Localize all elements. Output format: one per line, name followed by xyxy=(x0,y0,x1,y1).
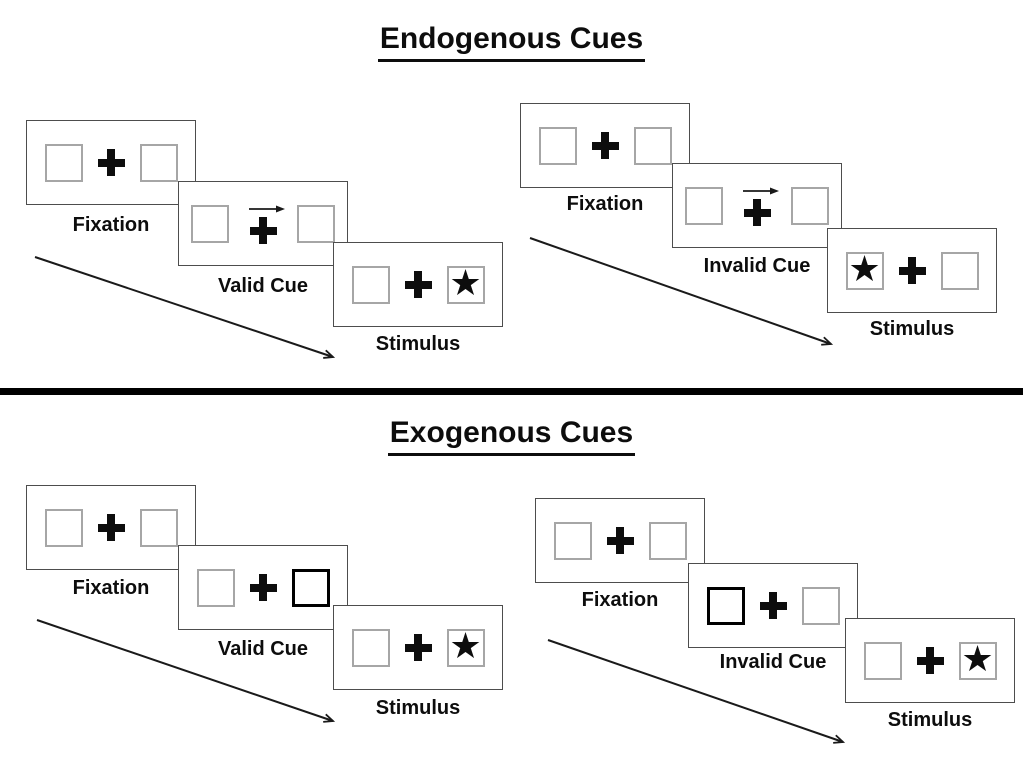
target-box-right: ★ xyxy=(446,625,485,667)
stimulus-panel: ★ xyxy=(333,242,503,327)
cue-arrow-icon xyxy=(743,187,779,195)
placeholder-box-right xyxy=(297,204,335,243)
fixation-cross-icon xyxy=(404,634,432,661)
placeholder-box-right xyxy=(801,586,840,625)
fixation-panel xyxy=(535,498,705,583)
fixation-cross-wrap xyxy=(244,203,285,244)
fixation-cross-icon xyxy=(759,592,787,619)
placeholder-box-left xyxy=(538,126,577,165)
valid-cue-panel xyxy=(178,545,348,630)
placeholder-box-left xyxy=(685,186,723,225)
fixation-cross-icon xyxy=(606,527,634,554)
panel-label: Valid Cue xyxy=(217,275,309,297)
placeholder-box-left xyxy=(863,641,902,680)
fixation-cross-icon xyxy=(591,132,619,159)
exogenous-title-text: Exogenous Cues xyxy=(387,416,636,456)
placeholder-box-left xyxy=(44,508,83,547)
timeline-arrow-icon xyxy=(36,619,336,723)
fixation-cross-wrap xyxy=(916,647,944,674)
stimulus-panel: ★ xyxy=(845,618,1015,703)
panel-label: Fixation xyxy=(581,589,659,611)
exogenous-cue-box-right xyxy=(291,568,330,607)
valid-cue-panel xyxy=(178,181,348,266)
panel-label: Valid Cue xyxy=(217,638,309,660)
panel-label: Fixation xyxy=(72,577,150,599)
panel-label: Fixation xyxy=(566,193,644,215)
fixation-cross-icon xyxy=(898,257,926,284)
target-box-left: ★ xyxy=(845,248,884,290)
exogenous-cue-box-left xyxy=(706,586,745,625)
fixation-cross-wrap xyxy=(404,271,432,298)
fixation-cross-icon xyxy=(249,574,277,601)
panel-label: Fixation xyxy=(72,214,150,236)
fixation-cross-wrap xyxy=(97,514,125,541)
target-box-right: ★ xyxy=(958,638,997,680)
timeline-arrow-icon xyxy=(529,237,834,346)
fixation-cross-icon xyxy=(916,647,944,674)
placeholder-box-right xyxy=(139,508,178,547)
fixation-panel xyxy=(26,120,196,205)
fixation-cross-wrap xyxy=(249,574,277,601)
placeholder-box-left xyxy=(351,628,390,667)
placeholder-box-right xyxy=(633,126,672,165)
fixation-panel xyxy=(26,485,196,570)
fixation-panel xyxy=(520,103,690,188)
placeholder-box-left xyxy=(351,265,390,304)
endogenous-section-title: Endogenous Cues xyxy=(0,22,1023,62)
placeholder-box-right xyxy=(940,251,979,290)
exogenous-section-title: Exogenous Cues xyxy=(0,416,1023,456)
placeholder-box-right xyxy=(139,143,178,182)
star-icon: ★ xyxy=(449,262,482,304)
target-box-right: ★ xyxy=(446,262,485,304)
fixation-cross-icon xyxy=(97,514,125,541)
fixation-cross-wrap xyxy=(606,527,634,554)
panel-label: Invalid Cue xyxy=(703,255,811,277)
placeholder-box-right xyxy=(791,186,829,225)
fixation-cross-icon xyxy=(743,199,771,226)
invalid-cue-panel xyxy=(672,163,842,248)
endogenous-title-text: Endogenous Cues xyxy=(377,22,646,62)
panel-label: Invalid Cue xyxy=(719,651,827,673)
fixation-cross-wrap xyxy=(898,257,926,284)
star-icon: ★ xyxy=(848,248,881,290)
fixation-cross-icon xyxy=(404,271,432,298)
timeline-arrow-icon xyxy=(547,639,846,744)
panel-label: Stimulus xyxy=(375,333,461,355)
fixation-cross-wrap xyxy=(591,132,619,159)
fixation-cross-wrap xyxy=(738,185,779,226)
star-icon: ★ xyxy=(961,638,994,680)
stimulus-panel: ★ xyxy=(827,228,997,313)
fixation-cross-wrap xyxy=(97,149,125,176)
fixation-cross-icon xyxy=(249,217,277,244)
placeholder-box-right xyxy=(648,521,687,560)
fixation-cross-wrap xyxy=(404,634,432,661)
placeholder-box-left xyxy=(191,204,229,243)
cue-arrow-icon xyxy=(249,205,285,213)
timeline-arrow-icon xyxy=(34,256,336,359)
panel-label: Stimulus xyxy=(869,318,955,340)
star-icon: ★ xyxy=(449,625,482,667)
fixation-cross-wrap xyxy=(759,592,787,619)
fixation-cross-icon xyxy=(97,149,125,176)
stimulus-panel: ★ xyxy=(333,605,503,690)
placeholder-box-left xyxy=(196,568,235,607)
invalid-cue-panel xyxy=(688,563,858,648)
section-divider xyxy=(0,388,1023,395)
panel-label: Stimulus xyxy=(375,697,461,719)
placeholder-box-left xyxy=(553,521,592,560)
placeholder-box-left xyxy=(44,143,83,182)
panel-label: Stimulus xyxy=(887,709,973,731)
